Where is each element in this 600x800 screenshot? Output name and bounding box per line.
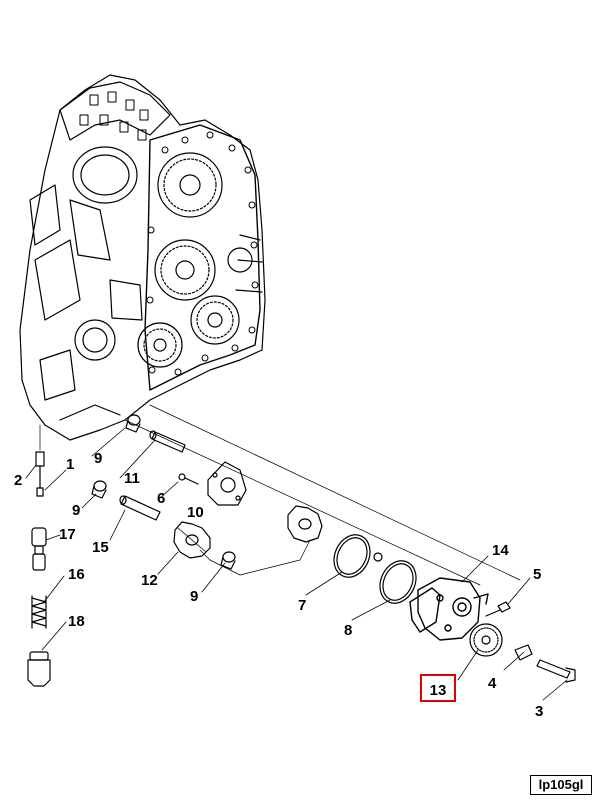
callout-14: 14 [492, 542, 509, 559]
callout-11: 11 [124, 470, 140, 487]
part-5-bolt [485, 601, 511, 617]
part-16-spring [31, 595, 47, 629]
callout-2: 2 [14, 472, 23, 489]
part-6-screw [178, 473, 199, 485]
part-18-plug [27, 651, 51, 687]
callout-13: 13 [429, 682, 447, 699]
callout-4: 4 [488, 675, 497, 692]
part-driven-gear [287, 505, 323, 543]
part-10-gear [173, 521, 211, 559]
callout-10: 10 [187, 504, 204, 521]
part-4-gear [469, 623, 503, 657]
callout-18: 18 [68, 613, 85, 630]
callout-9-low: 9 [190, 588, 199, 605]
callout-16: 16 [68, 566, 85, 583]
callout-9-mid: 9 [72, 502, 81, 519]
callout-leaders [25, 427, 568, 701]
assembly-guide-lines [39, 404, 521, 586]
engine-block [19, 74, 266, 441]
part-3-bolt [536, 659, 576, 683]
callout-5: 5 [533, 566, 542, 583]
part-17-valve [31, 527, 47, 571]
highlighted-callout-box: 13 [420, 674, 456, 702]
part-small-dowel [373, 552, 383, 562]
callout-1: 1 [66, 456, 75, 473]
callout-9-top: 9 [94, 450, 103, 467]
figure-id-label: lp105gl [530, 775, 592, 795]
part-11-shaft [149, 430, 186, 453]
callout-15: 15 [92, 539, 109, 556]
part-9-bushing-low [220, 551, 236, 570]
part-8-oring [379, 560, 417, 604]
part-7-oring [333, 534, 371, 578]
callout-8: 8 [344, 622, 353, 639]
callout-17: 17 [59, 526, 76, 543]
part-9-bushing-mid [91, 480, 107, 499]
part-14-pump-housing [409, 577, 489, 641]
callout-3: 3 [535, 703, 544, 720]
pump-inner-plate [207, 461, 247, 506]
part-9-bushing-top [125, 414, 141, 433]
callout-12: 12 [141, 572, 158, 589]
part-2-plug [35, 451, 45, 489]
callout-6: 6 [157, 490, 166, 507]
part-15-shaft [119, 495, 161, 521]
part-1-pin [36, 487, 44, 497]
callout-7: 7 [298, 597, 307, 614]
